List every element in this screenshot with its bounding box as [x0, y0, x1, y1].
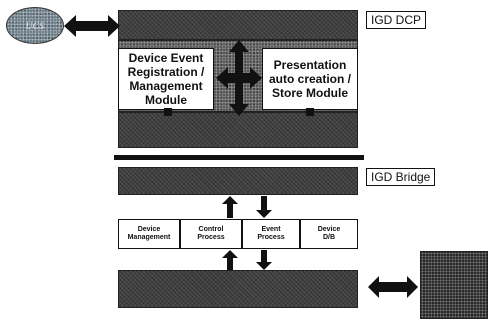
double-arrow-icon [64, 15, 120, 37]
igd-dcp-label: IGD DCP [366, 11, 427, 29]
section-divider [114, 155, 364, 160]
event-process-box: Event Process [242, 219, 300, 249]
up-arrow-lower-icon [222, 250, 238, 270]
igd-bridge-label: IGD Bridge [366, 168, 436, 186]
double-arrow-right-icon [368, 276, 418, 298]
ucs-blob-icon: UCS [6, 7, 64, 44]
dcp-top-bar [118, 10, 358, 40]
down-arrow-lower-icon [256, 250, 272, 270]
module-connector-right [306, 108, 314, 116]
presentation-module-box: Presentation auto creation / Store Modul… [262, 48, 358, 110]
bridge-top-bar [118, 167, 358, 195]
up-arrow-upper-icon [222, 196, 238, 218]
down-arrow-upper-icon [256, 196, 272, 218]
dcp-bottom-bar [118, 112, 358, 148]
ucs-blob-label: UCS [25, 20, 45, 31]
control-process-box: Control Process [180, 219, 242, 249]
device-event-module-box: Device Event Registration / Management M… [118, 48, 214, 110]
bridge-bottom-bar [118, 270, 358, 308]
external-device-block [420, 251, 488, 319]
device-db-box: Device D/B [300, 219, 358, 249]
module-connector-left [164, 108, 172, 116]
four-way-arrow-icon [216, 40, 262, 116]
device-management-box: Device Management [118, 219, 180, 249]
